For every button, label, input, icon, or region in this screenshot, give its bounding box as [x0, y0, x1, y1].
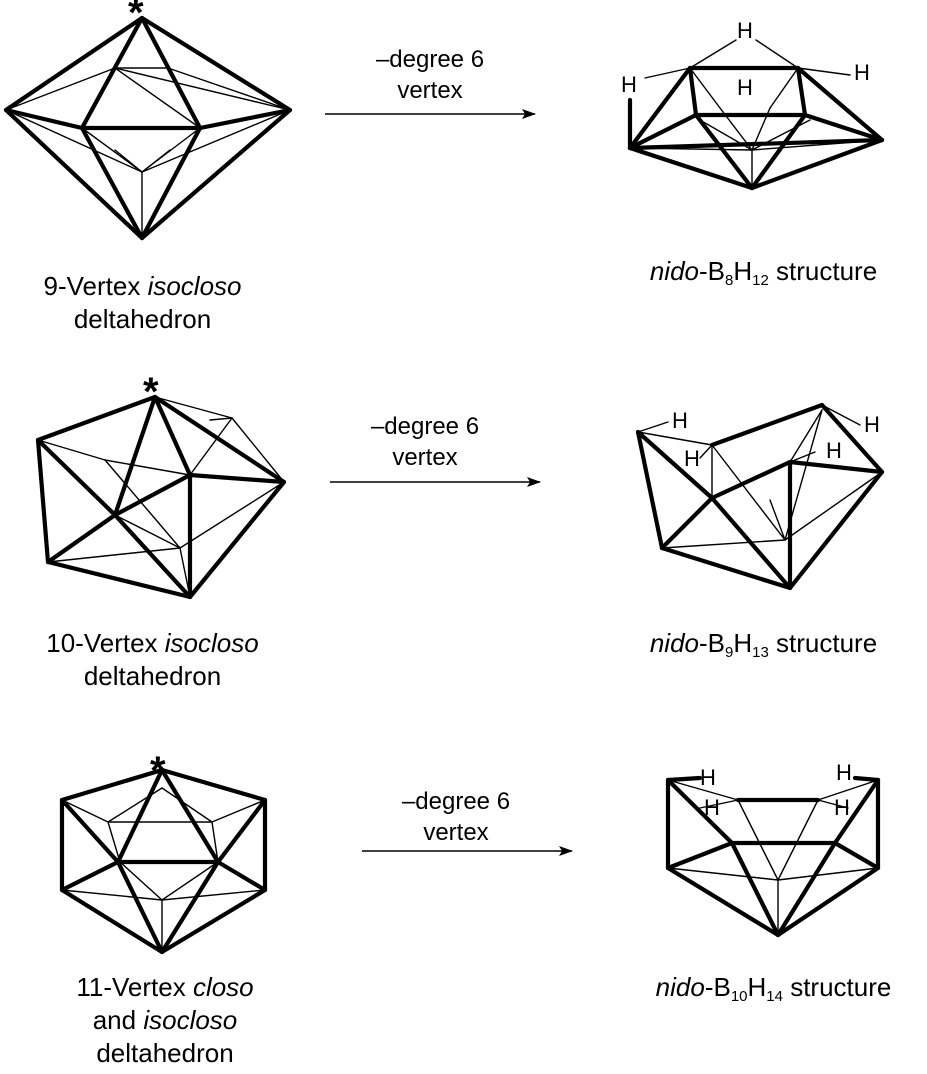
arrow-3-label: –degree 6 vertex — [356, 786, 556, 848]
caption-10-vertex: 10-Vertex isocloso deltahedron — [46, 628, 259, 691]
arrow-label-line2: vertex — [392, 444, 458, 471]
degree6-vertex-star: * — [128, 0, 144, 35]
isocloso-10-vertex-structure: * — [35, 370, 287, 600]
hydrogen-label: H — [684, 446, 700, 471]
hydrogen-label: H — [864, 412, 880, 437]
hydrogen-label: H — [737, 18, 753, 43]
nido-b10h14-structure: H H H H — [665, 760, 881, 938]
closo-isocloso-11-vertex-structure: * — [59, 749, 268, 955]
caption-9-vertex: 9-Vertex isocloso deltahedron — [43, 271, 242, 334]
hydrogen-label: H — [854, 60, 870, 85]
arrow-1-label: –degree 6 vertex — [330, 44, 530, 106]
caption-11-vertex: 11-Vertex closo and isocloso deltahedron — [76, 972, 254, 1068]
hydrogen-label: H — [826, 438, 842, 463]
degree6-vertex-star: * — [143, 370, 159, 414]
hydrogen-label: H — [836, 760, 852, 785]
degree6-vertex-star: * — [150, 749, 166, 793]
nido-b9h13-structure: H H H H — [635, 402, 885, 591]
caption-nido-b9h13: nido-B9H13 structure — [649, 628, 878, 661]
arrow-label-line2: vertex — [397, 77, 463, 104]
hydrogen-label: H — [700, 765, 716, 790]
isocloso-9-vertex-structure: * — [3, 0, 293, 241]
hydrogen-label: H — [672, 408, 688, 433]
hydrogen-label: H — [737, 75, 753, 100]
arrow-label-line1: –degree 6 — [375, 46, 485, 73]
arrow-label-line2: vertex — [423, 819, 489, 846]
arrow-label-line1: –degree 6 — [370, 413, 480, 440]
arrow-2-label: –degree 6 vertex — [325, 411, 525, 473]
hydrogen-label: H — [621, 72, 637, 97]
hydrogen-label: H — [704, 795, 720, 820]
arrow-label-line1: –degree 6 — [401, 788, 511, 815]
hydrogen-label: H — [834, 795, 850, 820]
caption-nido-b10h14: nido-B10H14 structure — [655, 972, 892, 1005]
caption-nido-b8h12: nido-B8H12 structure — [649, 256, 878, 289]
nido-b8h12-structure: H H H H — [621, 18, 885, 191]
